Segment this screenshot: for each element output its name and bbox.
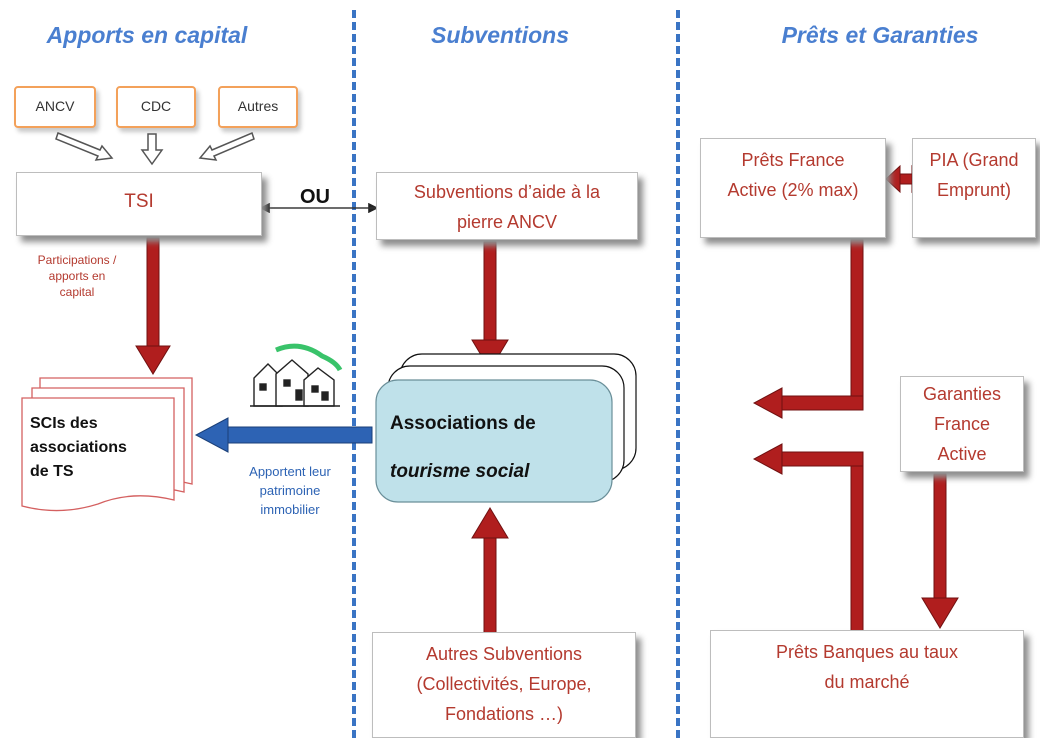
arrow-autres-to-assoc: [471, 507, 509, 637]
separator-right: [676, 10, 680, 738]
autres-subventions-box: Autres Subventions (Collectivités, Europ…: [372, 632, 636, 738]
arrow-prets-fa-to-assoc: [752, 239, 864, 419]
tsi-box: TSI: [16, 172, 262, 236]
associations-stack: [375, 353, 637, 503]
arrow-subv-to-assoc: [471, 241, 509, 371]
column-title-apports: Apports en capital: [46, 22, 248, 48]
source-arrow-autres: [198, 131, 255, 161]
arrow-banques-to-assoc: [752, 443, 864, 633]
scis-pages: [21, 377, 193, 512]
garanties-box: Garanties France Active: [900, 376, 1024, 472]
prets-france-active-box: Prêts France Active (2% max): [700, 138, 886, 238]
prets-banques-box: Prêts Banques au taux du marché: [710, 630, 1024, 738]
source-arrow-ancv: [55, 132, 114, 161]
arrow-assoc-to-scis: [194, 417, 373, 453]
participations-label: Participations / apports en capital: [37, 253, 117, 299]
arrow-tsi-to-scis: [135, 237, 171, 375]
source-arrow-cdc: [140, 133, 164, 166]
ou-label: OU: [300, 186, 330, 208]
pia-box: PIA (Grand Emprunt): [912, 138, 1036, 238]
source-cdc: CDC: [116, 86, 196, 128]
source-ancv: ANCV: [14, 86, 96, 128]
arrow-garanties-to-banques: [921, 473, 959, 629]
column-title-prets: Prêts et Garanties: [781, 22, 979, 48]
houses-icon: [250, 343, 343, 407]
source-autres: Autres: [218, 86, 298, 128]
scis-label: SCIs des associations de TS: [30, 415, 127, 480]
associations-label: Associations de tourisme social: [390, 413, 536, 482]
tsi-label: TSI: [124, 191, 154, 212]
apportent-label: Apportent leur patrimoine immobilier: [249, 464, 331, 517]
column-title-subventions: Subventions: [430, 22, 569, 48]
subventions-ancv-box: Subventions d’aide à la pierre ANCV: [376, 172, 638, 240]
separator-left: [352, 10, 356, 738]
